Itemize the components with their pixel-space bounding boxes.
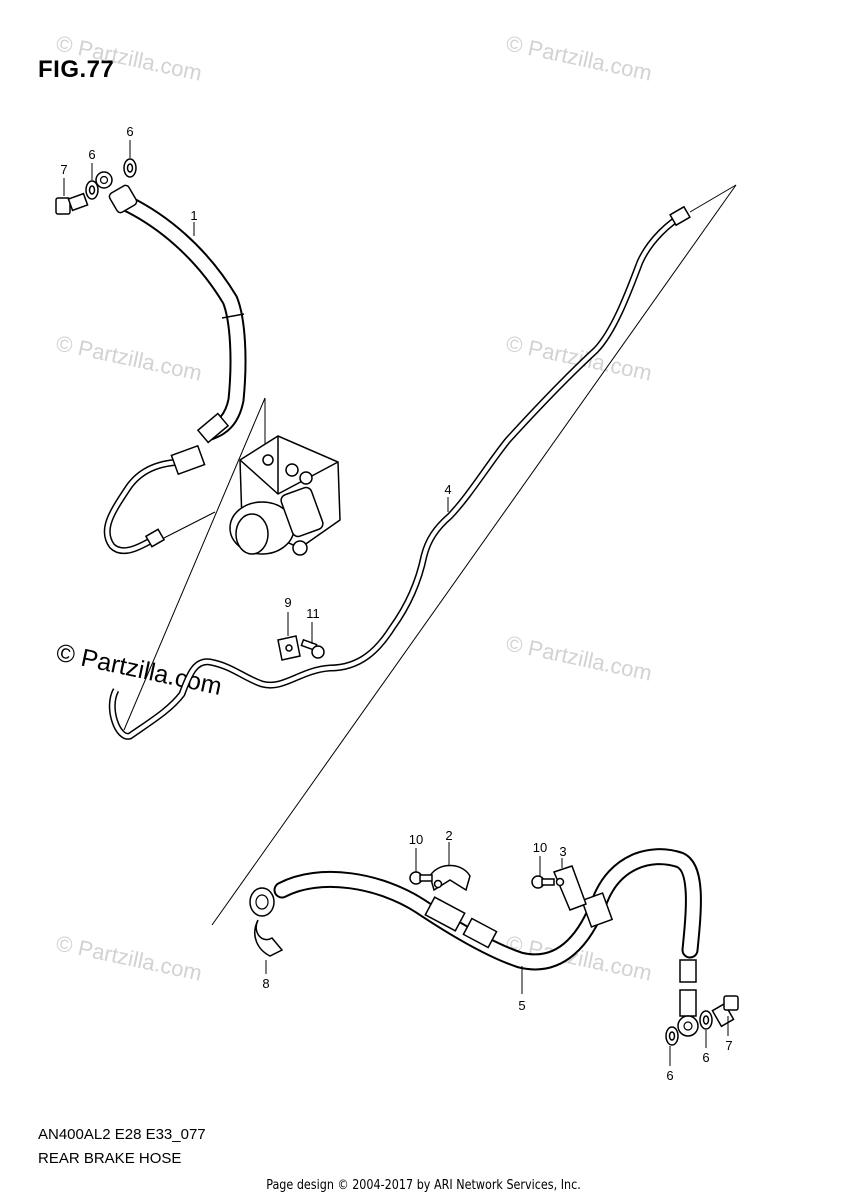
watermark: © Partzilla.com [54,30,204,85]
part-7-bolt [55,192,89,215]
callout-11: 11 [306,606,320,621]
watermark: © Partzilla.com [54,330,204,385]
callout-7: 7 [725,1038,732,1053]
figure-title: FIG.77 [38,56,115,83]
part-10-bolt [409,871,433,885]
diagram-code: AN400AL2 E28 E33_077 [38,1126,206,1143]
callout-labels: 1 2 3 4 5 6 6 6 6 7 7 8 9 10 10 11 [60,124,732,1083]
callout-5: 5 [518,998,525,1013]
pipe-group-boundary [211,184,737,926]
callout-6: 6 [666,1068,673,1083]
abs-hydraulic-unit [229,435,341,556]
part-3-clamp [552,865,587,911]
watermark: © Partzilla.com [504,30,654,85]
callout-9: 9 [284,595,291,610]
watermark: © Partzilla.com [504,330,654,385]
callout-8: 8 [262,976,269,991]
part-5-brake-hose [249,848,702,1037]
callout-10: 10 [533,840,547,855]
callout-leaders [63,140,729,1066]
upper-group-boundary [123,397,266,731]
watermarks: © Partzilla.com © Partzilla.com © Partzi… [54,30,654,985]
abs-brake-pipe [103,444,206,555]
part-1-brake-hose [95,171,247,444]
part-8-clip [254,919,284,957]
part-6-washer [665,1026,679,1046]
part-9-bracket [277,635,301,661]
part-6-washer [85,180,99,200]
watermark-prominent: © Partzilla.com [54,638,225,700]
part-11-bolt [300,638,325,659]
callout-4: 4 [444,482,451,497]
callout-6: 6 [126,124,133,139]
diagram-name: REAR BRAKE HOSE [38,1150,182,1167]
callout-6: 6 [88,147,95,162]
part-10-bolt [531,875,555,889]
group-boundary-lines [123,184,737,926]
callout-2: 2 [445,828,452,843]
callout-6: 6 [702,1050,709,1065]
callout-10: 10 [409,832,423,847]
watermark: © Partzilla.com [504,630,654,685]
part-4-brake-pipe [108,205,691,740]
part-2-clamp [429,864,471,892]
part-6-washer [699,1010,713,1030]
upper-group-leader [159,511,216,541]
callout-3: 3 [559,844,566,859]
callout-1: 1 [190,208,197,223]
part-7-bolt [711,995,739,1028]
watermark: © Partzilla.com [54,930,204,985]
part-6-washer [123,158,137,178]
page-credit: Page design © 2004-2017 by ARI Network S… [266,1178,581,1193]
callout-7: 7 [60,162,67,177]
pipe-group-boundary-top [689,184,737,213]
